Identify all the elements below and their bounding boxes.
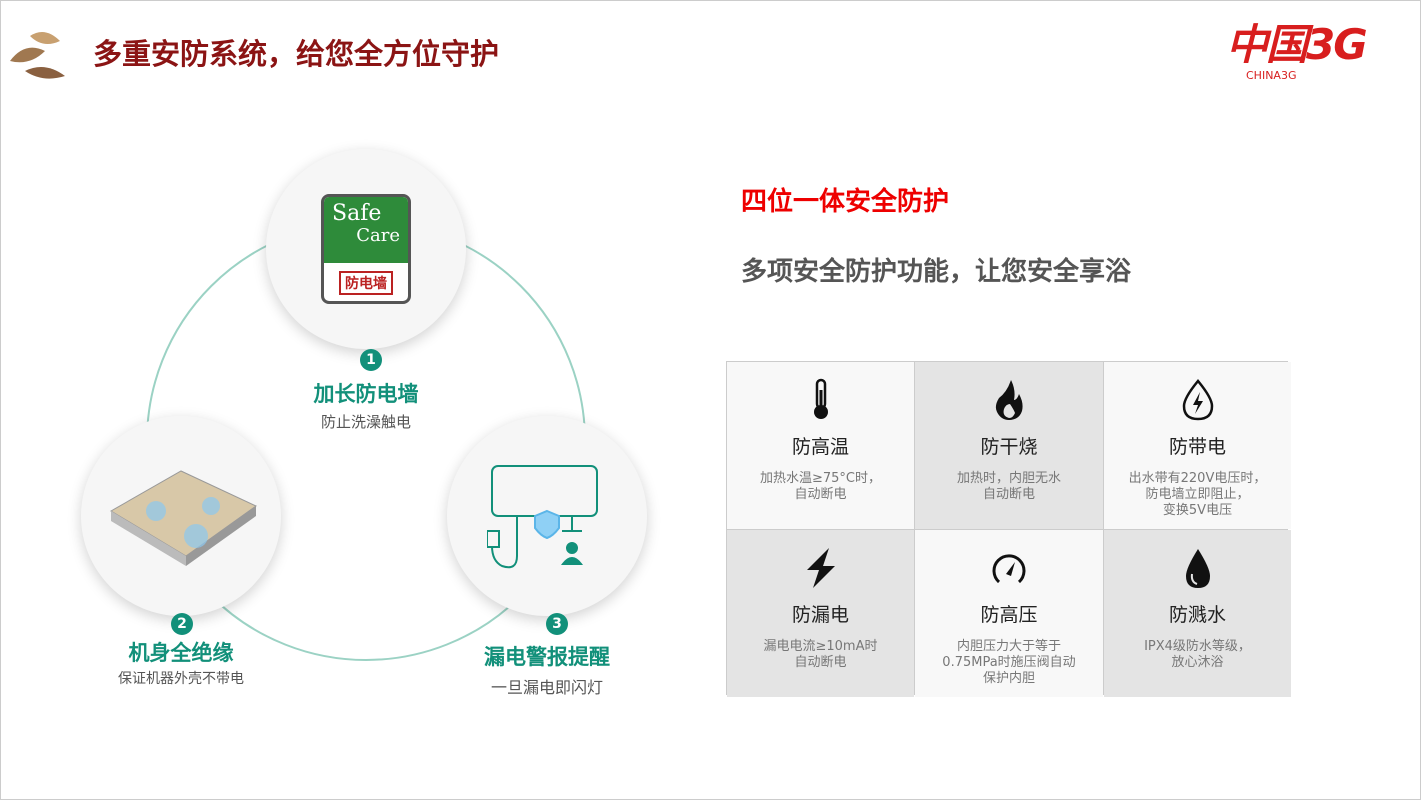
section-heading: 四位一体安全防护 <box>741 187 950 217</box>
protection-cell: 防高压内胆压力大于等于 0.75MPa时施压阀自动 保护内胆 <box>915 530 1103 697</box>
protection-grid: 防高温加热水温≥75°C时， 自动断电 防干烧加热时，内胆无水 自动断电 防带电… <box>726 361 1291 697</box>
feature-title: 加长防电墙 <box>313 382 419 406</box>
step-number-3: 3 <box>546 613 568 635</box>
house-floorplan-icon <box>110 470 257 566</box>
protection-cell: 防漏电漏电电流≥10mA时 自动断电 <box>727 530 914 697</box>
water-drop-icon <box>1185 549 1210 588</box>
protection-cell: 防干烧加热时，内胆无水 自动断电 <box>915 362 1103 529</box>
electric-drop-icon <box>1182 379 1213 421</box>
feature-subtitle: 防止洗澡触电 <box>320 413 411 431</box>
section-subheading: 多项安全防护功能，让您安全享浴 <box>741 257 1132 287</box>
thermometer-icon <box>813 378 828 419</box>
house-model-circle <box>81 416 281 616</box>
lightning-icon <box>806 548 835 588</box>
feature-subtitle: 保证机器外壳不带电 <box>118 671 244 687</box>
protection-cell: 防带电出水带有220V电压时， 防电墙立即阻止， 变换5V电压 <box>1104 362 1291 529</box>
feature-title: 漏电警报提醒 <box>484 645 610 669</box>
feature-subtitle: 一旦漏电即闪灯 <box>490 678 603 697</box>
step-number-1: 1 <box>360 349 382 371</box>
feature-title: 机身全绝缘 <box>128 641 234 665</box>
protection-cell: 防高温加热水温≥75°C时， 自动断电 <box>727 362 914 529</box>
heater-diagram-circle <box>447 416 647 616</box>
flame-icon <box>995 380 1023 420</box>
page-title: 多重安防系统，给您全方位守护 <box>93 37 500 71</box>
water-heater-diagram-icon <box>487 465 598 569</box>
gauge-icon <box>992 554 1026 584</box>
leaf-decoration-icon <box>10 32 65 79</box>
step-number-2: 2 <box>171 613 193 635</box>
